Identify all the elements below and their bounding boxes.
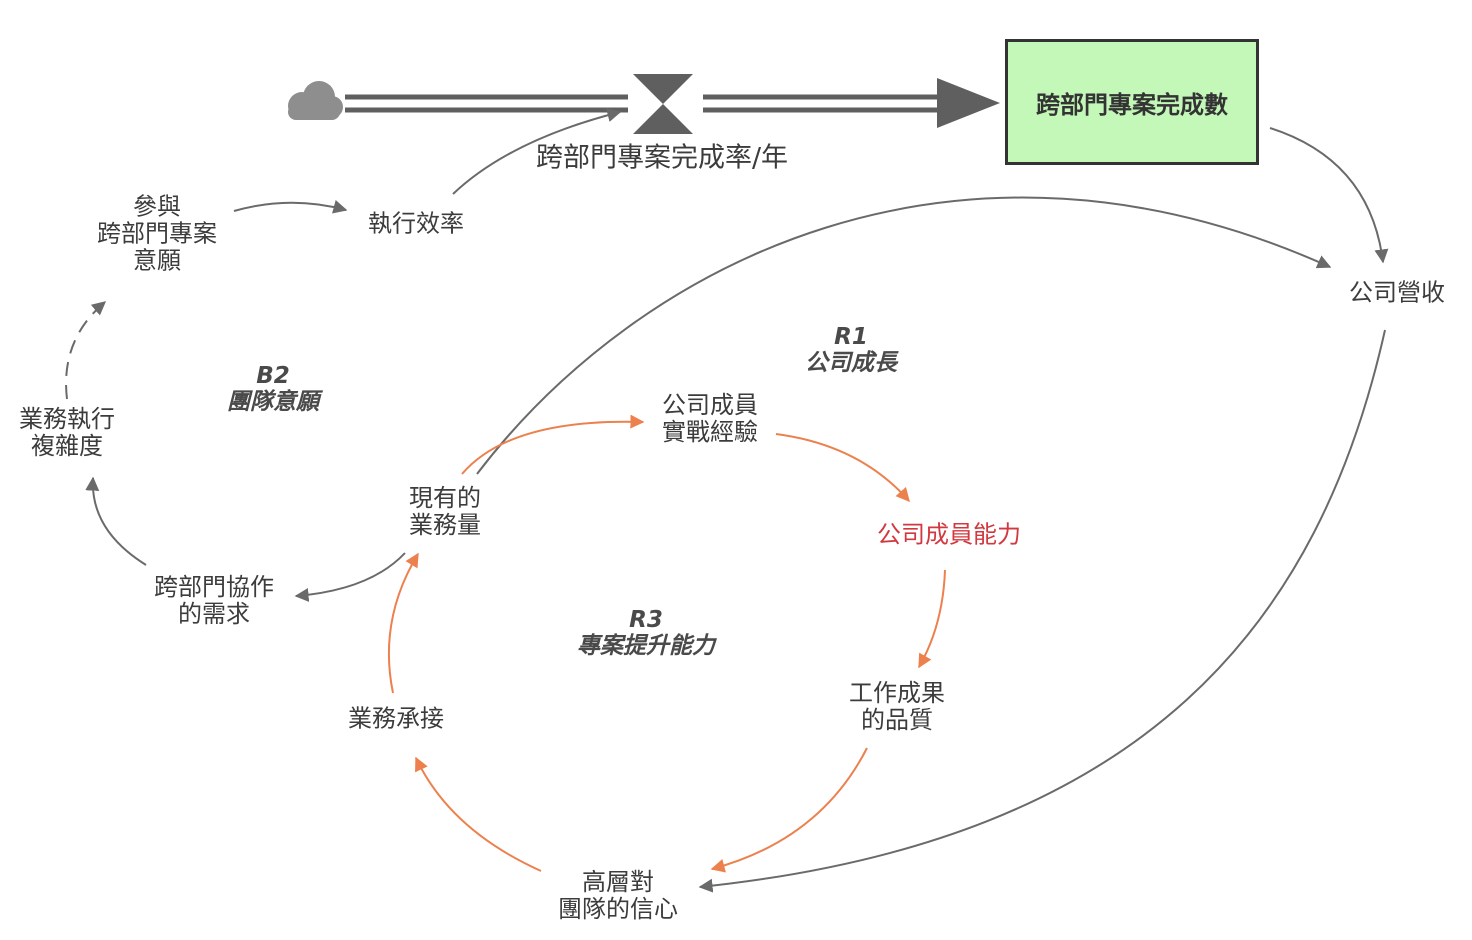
var-experience-line1: 公司成員 [662, 391, 758, 419]
var-capability[interactable]: 公司成員能力 [877, 520, 1021, 549]
valve-icon [633, 74, 693, 134]
var-collab-need[interactable]: 跨部門協作 的需求 [154, 574, 274, 628]
var-collab-need-line1: 跨部門協作 [154, 573, 274, 601]
var-quality[interactable]: 工作成果 的品質 [849, 680, 945, 734]
link-capability-quality [918, 569, 946, 669]
link-efficiency-flow [452, 108, 622, 195]
loop-r3: R3 專案提升能力 [577, 607, 715, 659]
link-stock-revenue [1269, 127, 1389, 264]
stock-project-completions[interactable]: 跨部門專案完成數 [1005, 39, 1259, 165]
link-business-workload [387, 552, 419, 694]
var-revenue[interactable]: 公司營收 [1349, 278, 1445, 307]
flow-label: 跨部門專案完成率/年 [535, 142, 789, 174]
loop-r3-name: 專案提升能力 [577, 633, 715, 659]
link-workload-experience [461, 414, 645, 475]
loop-b2-id: B2 [256, 363, 290, 389]
var-workload-line2: 業務量 [409, 511, 481, 539]
loop-r3-id: R3 [629, 607, 663, 633]
var-experience[interactable]: 公司成員 實戰經驗 [662, 392, 758, 446]
var-willingness-line1: 參與 [133, 192, 181, 221]
var-willingness-line3: 意願 [133, 246, 181, 275]
var-willingness-line2: 跨部門專案 [97, 219, 217, 248]
var-experience-line2: 實戰經驗 [662, 418, 758, 446]
loop-b2: B2 團隊意願 [227, 363, 319, 415]
var-complexity-line2: 複雜度 [31, 432, 103, 460]
var-business[interactable]: 業務承接 [348, 704, 444, 733]
cloud-icon [288, 81, 343, 120]
loop-b2-name: 團隊意願 [227, 389, 319, 415]
var-willingness[interactable]: 參與 跨部門專案 意願 [97, 192, 217, 275]
var-confidence-line2: 團隊的信心 [558, 895, 678, 923]
loop-r1-name: 公司成長 [805, 350, 897, 376]
var-workload[interactable]: 現有的 業務量 [409, 485, 481, 539]
link-workload-collab [294, 552, 406, 602]
var-collab-need-line2: 的需求 [178, 600, 250, 628]
link-experience-capability [775, 433, 910, 503]
loop-r1: R1 公司成長 [805, 324, 897, 376]
link-quality-confidence [710, 747, 868, 873]
var-efficiency[interactable]: 執行效率 [368, 209, 464, 238]
var-confidence-line1: 高層對 [582, 868, 654, 896]
inflow-pipe-left [345, 94, 628, 113]
loop-r1-id: R1 [834, 324, 868, 350]
link-complexity-willingness [65, 301, 107, 400]
link-workload-revenue [476, 196, 1332, 475]
var-quality-line2: 的品質 [861, 706, 933, 734]
inflow-pipe-right [703, 78, 1000, 128]
var-quality-line1: 工作成果 [849, 679, 945, 707]
var-workload-line1: 現有的 [409, 484, 481, 512]
link-confidence-business [415, 756, 542, 872]
link-revenue-confidence [698, 329, 1386, 893]
link-willingness-efficiency [233, 199, 348, 214]
link-collab-complexity [85, 476, 147, 566]
var-complexity-line1: 業務執行 [19, 405, 115, 433]
var-complexity[interactable]: 業務執行 複雜度 [19, 406, 115, 460]
var-confidence[interactable]: 高層對 團隊的信心 [558, 869, 678, 923]
